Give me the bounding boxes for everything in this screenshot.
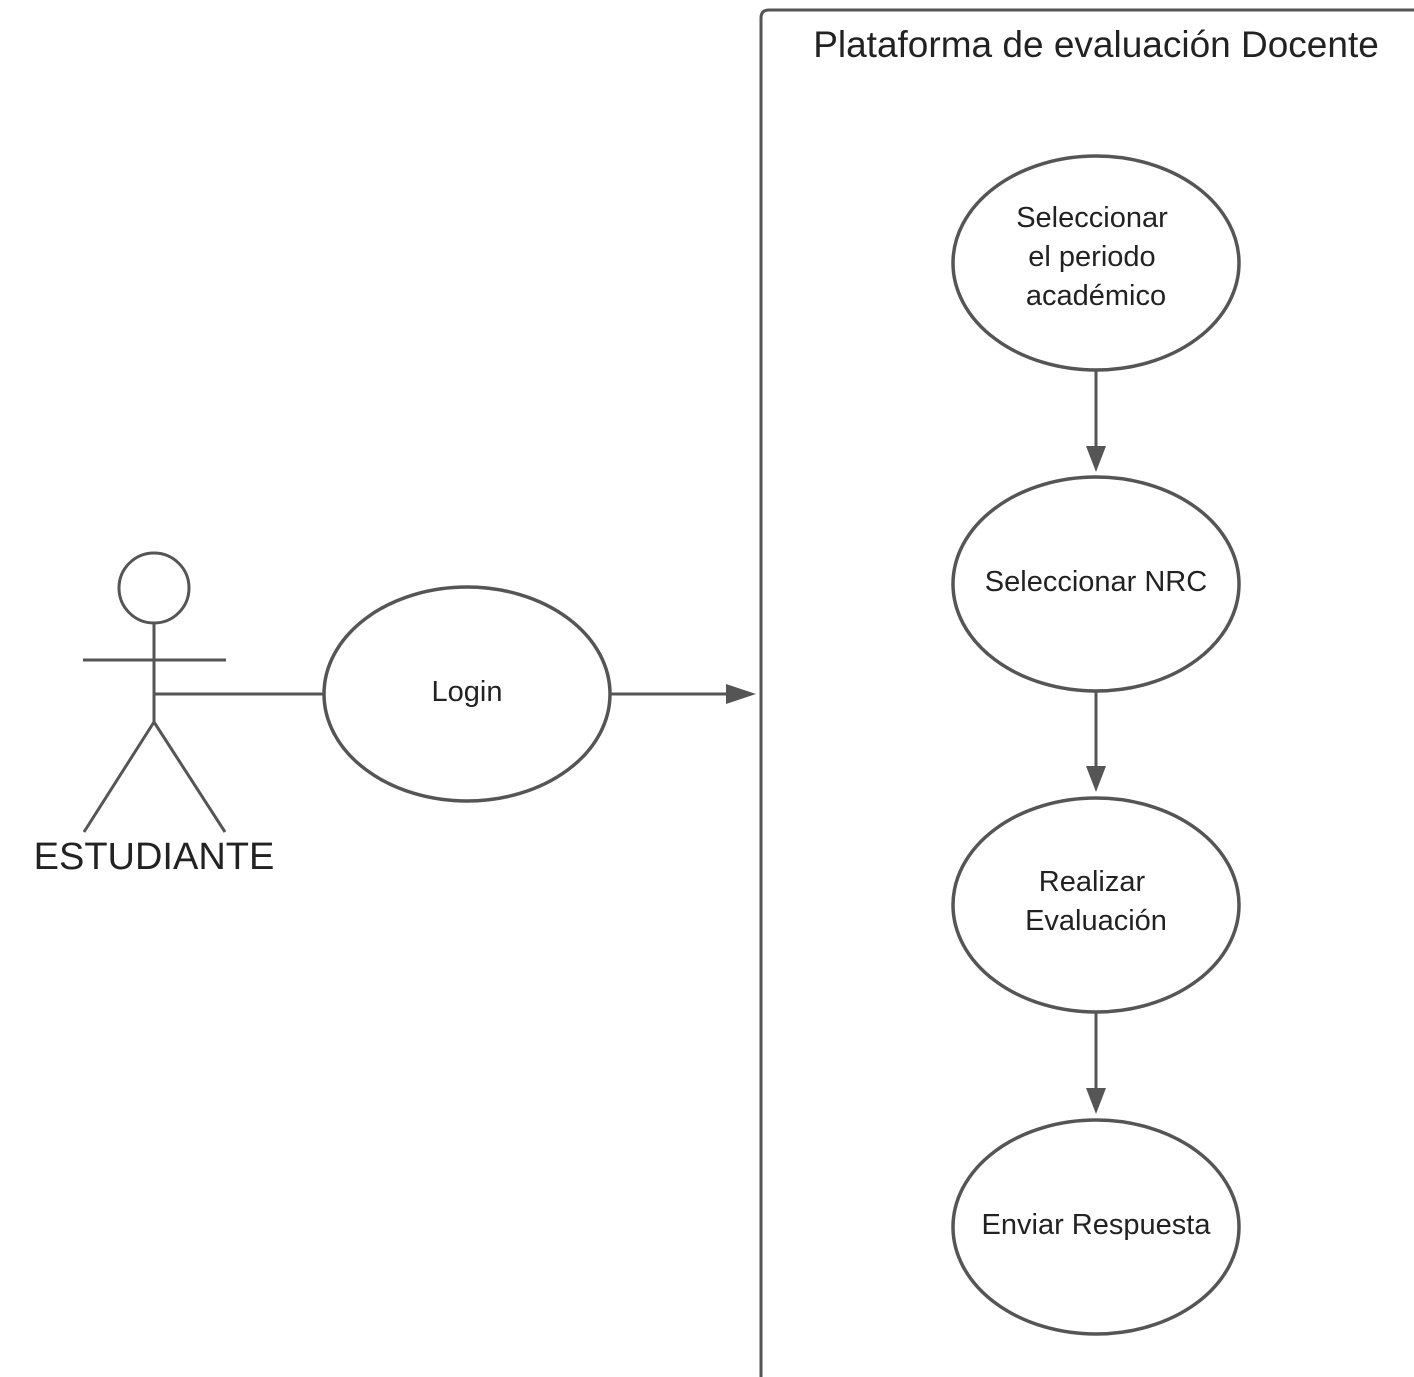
- usecase-enviar-respuesta-label: Enviar Respuesta: [982, 1209, 1212, 1241]
- arrowhead: [1086, 766, 1106, 792]
- actor-label: ESTUDIANTE: [34, 836, 275, 878]
- system-boundary-frame: [759, 8, 1414, 1377]
- actor-head: [117, 551, 191, 625]
- actor-right-leg: [152, 721, 227, 833]
- usecase-seleccionar-periodo: Seleccionar el periodo académico: [951, 154, 1241, 372]
- usecase-login: Login: [322, 585, 612, 803]
- system-boundary: Plataforma de evaluación Docente: [759, 8, 1414, 1377]
- usecase-enviar-respuesta: Enviar Respuesta: [951, 1118, 1241, 1336]
- usecase-seleccionar-nrc-line-1: Seleccionar NRC: [985, 566, 1207, 598]
- usecase-realizar-evaluacion-line-1: Realizar: [1039, 866, 1146, 898]
- usecase-seleccionar-periodo-line-1: Seleccionar: [1016, 202, 1168, 234]
- arrowhead: [726, 684, 756, 704]
- arrow-nrc-to-evaluacion: [1086, 691, 1106, 792]
- actor-estudiante: ESTUDIANTE: [34, 551, 275, 878]
- usecase-realizar-evaluacion-line-2: Evaluación: [1025, 905, 1167, 937]
- arrowhead: [1086, 1088, 1106, 1114]
- arrowhead: [1086, 446, 1106, 472]
- usecase-seleccionar-nrc: Seleccionar NRC: [951, 475, 1241, 693]
- usecase-login-ellipse: [322, 585, 612, 803]
- usecase-enviar-respuesta-line-1: Enviar Respuesta: [982, 1209, 1212, 1241]
- usecase-enviar-respuesta-ellipse: [951, 1118, 1241, 1336]
- arrow-evaluacion-to-enviar: [1086, 1012, 1106, 1114]
- usecase-realizar-evaluacion-label: Realizar Evaluación: [1025, 866, 1167, 937]
- usecase-seleccionar-periodo-line-3: académico: [1026, 280, 1166, 312]
- usecase-seleccionar-periodo-line-2: el periodo: [1028, 241, 1155, 273]
- usecase-login-label: Login: [432, 676, 503, 708]
- arrow-periodo-to-nrc: [1086, 370, 1106, 472]
- usecase-login-line-1: Login: [432, 676, 503, 708]
- usecase-seleccionar-periodo-label: Seleccionar el periodo académico: [1016, 202, 1176, 312]
- usecase-realizar-evaluacion: Realizar Evaluación: [951, 796, 1241, 1014]
- actor-left-leg: [82, 721, 156, 833]
- arrow-login-to-system: [610, 684, 756, 704]
- usecase-seleccionar-nrc-label: Seleccionar NRC: [985, 566, 1207, 598]
- system-title: Plataforma de evaluación Docente: [813, 24, 1379, 65]
